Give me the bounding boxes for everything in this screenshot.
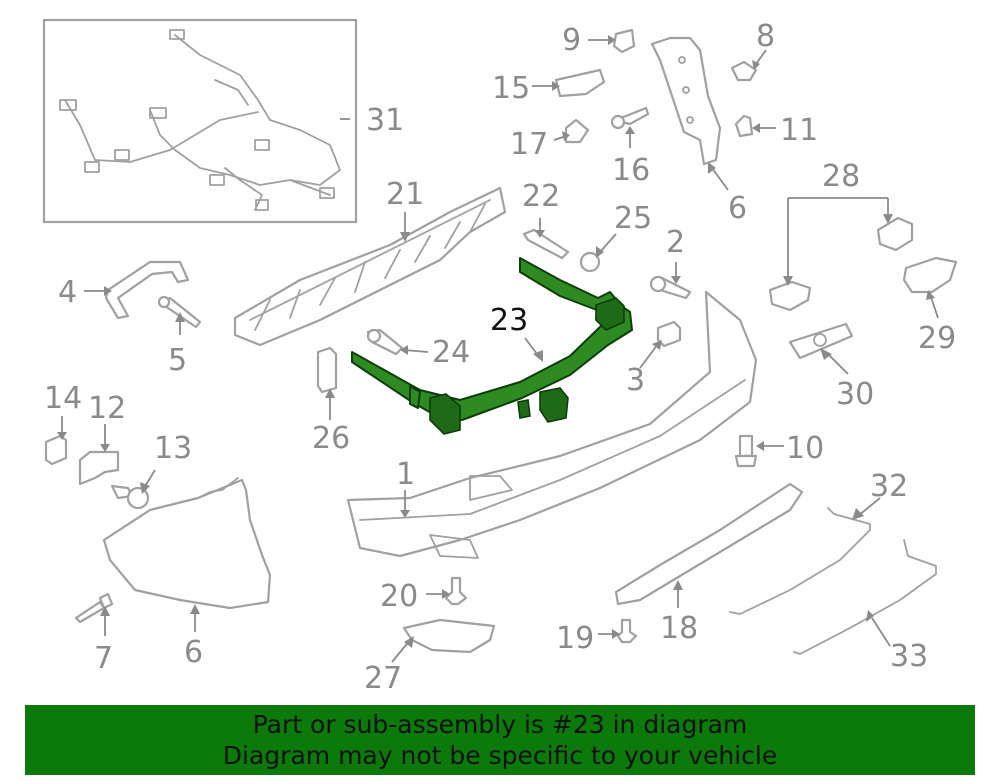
label-4: 4 bbox=[58, 275, 77, 310]
part-26-spacer[interactable] bbox=[316, 346, 338, 394]
label-22: 22 bbox=[522, 179, 560, 214]
label-6-upper: 6 bbox=[728, 191, 747, 226]
label-28: 28 bbox=[822, 159, 860, 194]
info-banner: Part or sub-assembly is #23 in diagram D… bbox=[25, 705, 975, 775]
label-31: 31 bbox=[366, 103, 404, 138]
part-20-push-pin[interactable] bbox=[444, 576, 468, 606]
label-6-lower: 6 bbox=[184, 635, 203, 670]
label-17: 17 bbox=[510, 127, 548, 162]
part-6-side-bracket[interactable] bbox=[650, 36, 722, 166]
part-23-reinforcement-beam[interactable] bbox=[351, 257, 633, 435]
part-6-corner-cover[interactable] bbox=[102, 477, 272, 610]
label-30: 30 bbox=[836, 377, 874, 412]
part-8-bolt[interactable] bbox=[730, 60, 758, 82]
part-9-clip[interactable] bbox=[612, 28, 636, 54]
label-14: 14 bbox=[44, 381, 82, 416]
label-25: 25 bbox=[614, 201, 652, 236]
label-7: 7 bbox=[94, 641, 113, 676]
label-18: 18 bbox=[660, 611, 698, 646]
part-33-trim-strip[interactable] bbox=[793, 539, 937, 655]
part-19-screw[interactable] bbox=[616, 618, 638, 644]
parts-diagram: 31 21 4 5 26 14 12 13 6 7 22 25 24 23 2 … bbox=[42, 18, 958, 696]
label-33: 33 bbox=[890, 639, 928, 674]
part-29-sensor-bracket[interactable] bbox=[902, 256, 958, 294]
part-10-bolt[interactable] bbox=[734, 434, 758, 468]
label-32: 32 bbox=[870, 469, 908, 504]
banner-line-2: Diagram may not be specific to your vehi… bbox=[222, 741, 778, 770]
label-11: 11 bbox=[780, 113, 818, 148]
label-9: 9 bbox=[562, 23, 581, 58]
part-12-bracket[interactable] bbox=[78, 450, 120, 486]
part-27-reflector[interactable] bbox=[402, 618, 496, 654]
callout-labels: 31 21 4 5 26 14 12 13 6 7 22 25 24 23 2 … bbox=[44, 19, 956, 696]
label-13: 13 bbox=[154, 431, 192, 466]
part-14-clip[interactable] bbox=[44, 434, 68, 466]
leader-lines bbox=[57, 35, 939, 663]
part-22-bolt[interactable] bbox=[522, 228, 570, 260]
part-25-nut[interactable] bbox=[579, 251, 601, 273]
part-28-parking-sensor[interactable] bbox=[768, 216, 914, 312]
part-21-energy-absorber[interactable] bbox=[233, 186, 507, 347]
label-26: 26 bbox=[312, 421, 350, 456]
label-27: 27 bbox=[364, 661, 402, 696]
part-2-bolt[interactable] bbox=[649, 275, 692, 300]
label-12: 12 bbox=[88, 391, 126, 426]
part-3-clip[interactable] bbox=[656, 320, 682, 348]
label-16: 16 bbox=[612, 153, 650, 188]
label-21: 21 bbox=[386, 177, 424, 212]
part-4-bracket[interactable] bbox=[104, 260, 190, 320]
label-3: 3 bbox=[626, 363, 645, 398]
label-29: 29 bbox=[918, 321, 956, 356]
part-15-bracket[interactable] bbox=[554, 68, 606, 98]
label-8: 8 bbox=[756, 19, 775, 54]
banner-line-1: Part or sub-assembly is #23 in diagram bbox=[252, 710, 748, 739]
label-15: 15 bbox=[492, 71, 530, 106]
part-16-bolt[interactable] bbox=[610, 106, 650, 130]
part-30-sensor-holder[interactable] bbox=[788, 322, 854, 360]
label-10: 10 bbox=[786, 431, 824, 466]
part-24-bolt[interactable] bbox=[366, 328, 404, 356]
part-7-pin[interactable] bbox=[74, 592, 114, 624]
part-11-grommet[interactable] bbox=[734, 114, 754, 138]
part-1-bumper-cover[interactable] bbox=[346, 290, 758, 559]
label-19: 19 bbox=[556, 621, 594, 656]
label-23: 23 bbox=[490, 303, 528, 338]
part-31-wiring-harness[interactable] bbox=[42, 18, 358, 224]
part-18-lower-valance[interactable] bbox=[614, 482, 804, 606]
label-20: 20 bbox=[380, 579, 418, 614]
part-17-clip[interactable] bbox=[564, 118, 590, 144]
label-1: 1 bbox=[396, 457, 415, 492]
label-5: 5 bbox=[168, 343, 187, 378]
label-2: 2 bbox=[666, 225, 685, 260]
part-32-trim-strip[interactable] bbox=[729, 507, 871, 615]
label-24: 24 bbox=[432, 335, 470, 370]
